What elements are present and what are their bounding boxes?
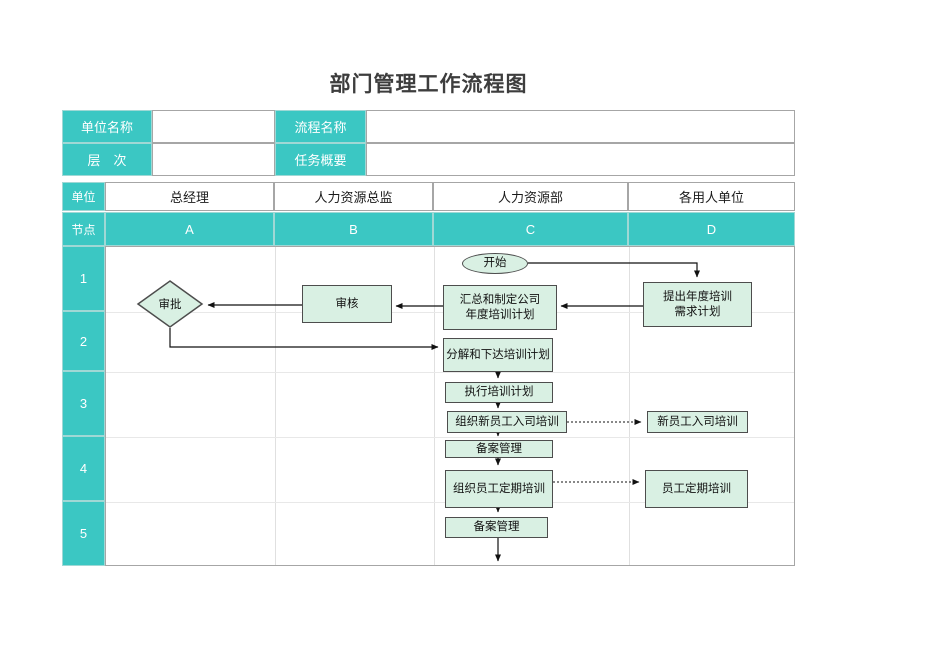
unit-row-label: 单位: [62, 182, 105, 211]
unit-name-value[interactable]: [152, 110, 275, 143]
row-number-5: 5: [62, 501, 105, 566]
filing-management-node-2: 备案管理: [445, 517, 548, 538]
page-title: 部门管理工作流程图: [329, 73, 528, 96]
organize-regular-training-node: 组织员工定期培训: [445, 470, 553, 508]
level-label: 层 次: [62, 143, 152, 176]
column-header-hr-department: 人力资源部: [433, 182, 628, 211]
node-letter-d: D: [628, 212, 795, 246]
row-number-4: 4: [62, 436, 105, 501]
start-node: 开始: [462, 253, 528, 274]
consolidate-annual-plan-node: 汇总和制定公司 年度培训计划: [443, 285, 557, 330]
row-divider: [106, 437, 794, 438]
unit-name-label: 单位名称: [62, 110, 152, 143]
new-employee-training-node: 新员工入司培训: [647, 411, 748, 433]
filing-management-node-1: 备案管理: [445, 440, 553, 458]
column-divider: [275, 247, 276, 565]
decompose-issue-plan-node: 分解和下达培训计划: [443, 338, 553, 372]
node-row-label: 节点: [62, 212, 105, 246]
propose-annual-training-plan-node: 提出年度培训 需求计划: [643, 282, 752, 327]
level-value[interactable]: [152, 143, 275, 176]
column-divider: [434, 247, 435, 565]
approve-diamond-label: 审批: [158, 299, 182, 311]
row-number-1: 1: [62, 246, 105, 311]
node-letter-b: B: [274, 212, 433, 246]
task-summary-value[interactable]: [366, 143, 795, 176]
node-letter-c: C: [433, 212, 628, 246]
execute-training-plan-node: 执行培训计划: [445, 382, 553, 403]
task-summary-label: 任务概要: [275, 143, 366, 176]
column-header-employing-units: 各用人单位: [628, 182, 795, 211]
process-name-label: 流程名称: [275, 110, 366, 143]
column-divider: [629, 247, 630, 565]
process-name-value[interactable]: [366, 110, 795, 143]
regular-employee-training-node: 员工定期培训: [645, 470, 748, 508]
node-letter-a: A: [105, 212, 274, 246]
row-number-3: 3: [62, 371, 105, 436]
review-node: 审核: [302, 285, 392, 323]
column-header-hr-director: 人力资源总监: [274, 182, 433, 211]
organize-new-employee-training-node: 组织新员工入司培训: [447, 411, 567, 433]
column-header-general-manager: 总经理: [105, 182, 274, 211]
row-number-2: 2: [62, 311, 105, 371]
row-divider: [106, 372, 794, 373]
